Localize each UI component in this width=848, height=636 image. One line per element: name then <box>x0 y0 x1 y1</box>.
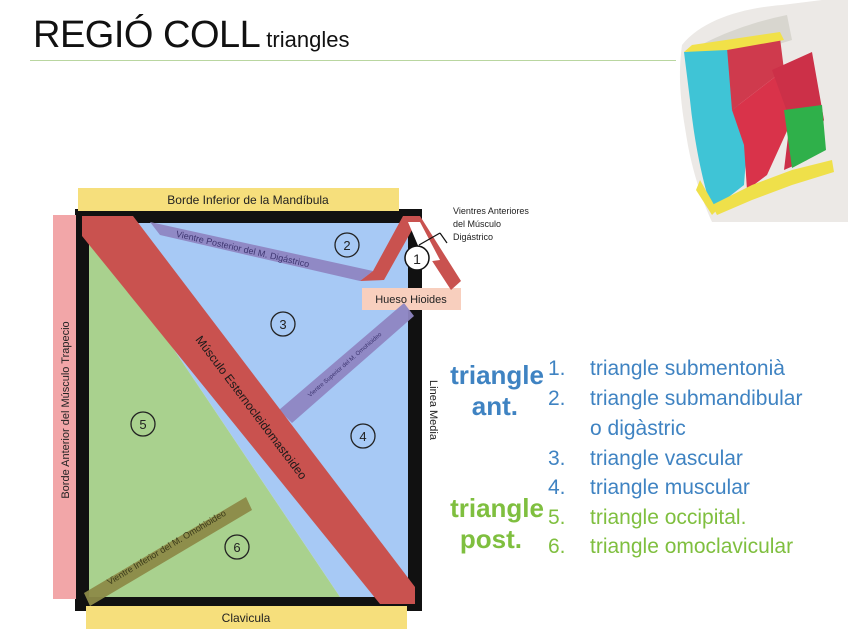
legend-anterior-heading: triangle ant. <box>432 360 544 422</box>
title-main: REGIÓ COLL <box>33 14 261 56</box>
trapezius-label: Borde Anterior del Músculo Trapecio <box>60 321 72 498</box>
title-divider <box>30 60 676 61</box>
clavicle-label: Clavicula <box>222 611 271 625</box>
posterior-heading-line2: post. <box>459 524 522 554</box>
legend-item-text: triangle omoclavicular <box>590 535 794 558</box>
number-5: 5 <box>139 417 146 432</box>
ant-digastric-label-line1: Vientres Anteriores <box>453 206 529 216</box>
number-3-circle <box>270 311 296 337</box>
legend-item-number: 2. <box>548 387 566 410</box>
legend-item: 5. triangle occipital. <box>548 506 746 530</box>
legend-item: 3. triangle vascular <box>548 447 743 471</box>
legend-item: 1. triangle submentonià <box>548 357 785 381</box>
number-4: 4 <box>359 429 366 444</box>
neck-triangles-diagram: 1 2 3 4 5 6 Borde Inferior de la Mandíbu… <box>53 188 529 629</box>
posterior-heading-line1: triangle <box>450 493 544 523</box>
anterior-digastric-muscle <box>360 216 461 290</box>
legend-item-text: triangle occipital. <box>590 506 747 529</box>
legend-item-number: 4. <box>548 476 566 499</box>
number-5-circle <box>130 411 156 437</box>
midline-label: Linea Media <box>427 380 439 441</box>
legend-posterior-heading: triangle post. <box>432 493 544 555</box>
number-2: 2 <box>343 238 350 253</box>
ant-digastric-label-line3: Digástrico <box>453 232 493 242</box>
number-1: 1 <box>413 251 421 267</box>
sternocleidomastoid-muscle <box>82 216 415 604</box>
number-3: 3 <box>279 317 286 332</box>
anterior-heading-line2: ant. <box>471 391 518 421</box>
legend-item-text: triangle muscular <box>590 476 750 499</box>
number-4-circle <box>350 423 376 449</box>
title-sub: triangles <box>266 27 350 52</box>
legend-item-number: 5. <box>548 506 566 529</box>
mandible-label: Borde Inferior de la Mandíbula <box>167 193 329 207</box>
number-1-circle <box>404 245 430 271</box>
legend-item-text: triangle vascular <box>590 447 743 470</box>
clavicle-band <box>86 606 407 629</box>
inferior-omohyoid-muscle <box>84 497 252 606</box>
triangle-frame <box>75 209 422 611</box>
callout-line-b <box>439 232 448 244</box>
anterior-heading-line1: triangle <box>450 360 544 390</box>
callout-line-a <box>418 232 441 246</box>
legend-item-number: 6. <box>548 535 566 558</box>
number-6: 6 <box>233 540 240 555</box>
ant-digastric-label-line2: del Músculo <box>453 219 501 229</box>
legend-item: 6. triangle omoclavicular <box>548 535 793 559</box>
legend-item: o digàstric <box>548 417 686 441</box>
legend-item: 4. triangle muscular <box>548 476 750 500</box>
number-6-circle <box>224 534 250 560</box>
legend-item-text: o digàstric <box>590 417 686 440</box>
hyoid-label: Hueso Hioides <box>375 294 447 306</box>
legend-item: 2. triangle submandibular <box>548 387 802 411</box>
posterior-digastric-muscle <box>150 222 373 281</box>
legend-item-text: triangle submandibular <box>590 387 803 410</box>
neck-illustration <box>679 0 848 222</box>
mandible-band <box>78 188 399 211</box>
legend-item-number: 3. <box>548 447 566 470</box>
legend-item-text: triangle submentonià <box>590 357 785 380</box>
hyoid-band <box>362 288 461 310</box>
trapezius-band <box>53 215 76 599</box>
number-2-circle <box>334 232 360 258</box>
superior-omohyoid-muscle <box>279 303 414 423</box>
legend-item-number: 1. <box>548 357 566 380</box>
